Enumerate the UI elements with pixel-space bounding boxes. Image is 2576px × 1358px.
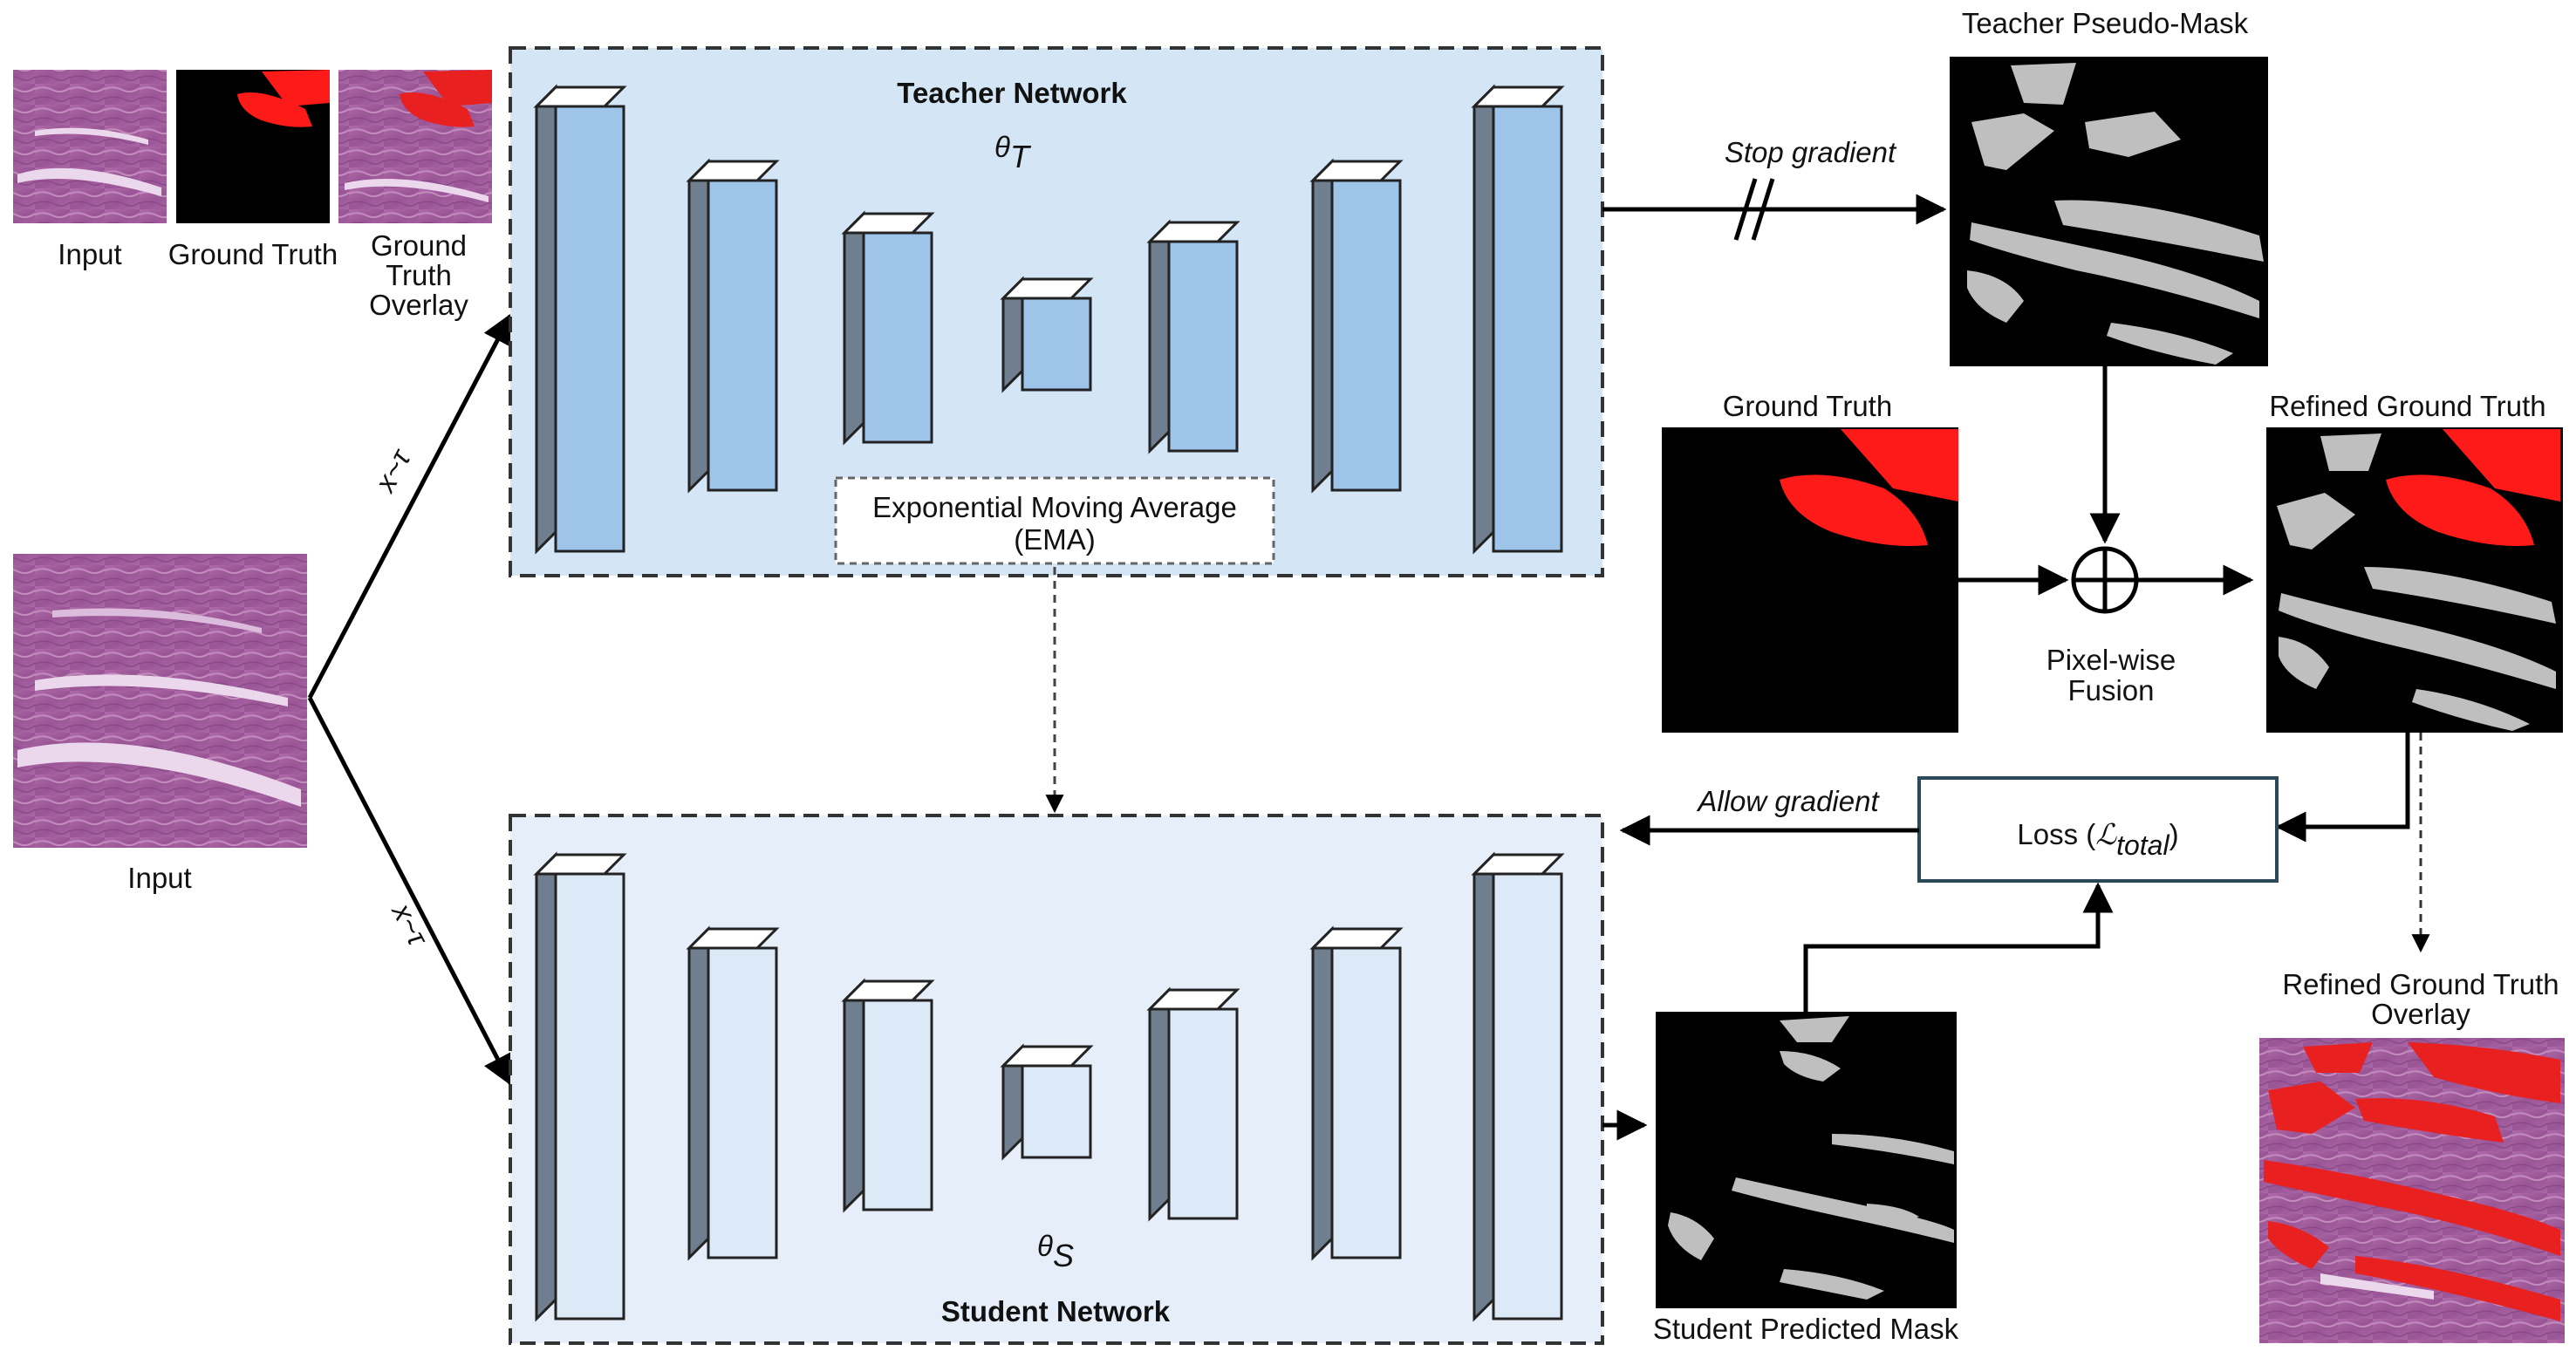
teacher-pseudo-mask-label: Teacher Pseudo-Mask [1962, 7, 2249, 39]
pixelwise-sum-icon [2071, 546, 2139, 614]
student-block-2 [686, 925, 780, 1261]
thumb-input-label: Input [58, 238, 121, 270]
thumb-gt-overlay-label-1: Ground [371, 229, 467, 262]
thumb-input-image [13, 70, 167, 223]
thumb-ground-truth-label: Ground Truth [168, 238, 338, 270]
student-predicted-mask-image [1656, 1012, 1957, 1308]
student-block-4 [1000, 1043, 1094, 1161]
teacher-block-4 [1000, 276, 1094, 393]
ema-box [834, 476, 1275, 565]
ground-truth-label: Ground Truth [1723, 390, 1892, 422]
student-network-title: Student Network [941, 1295, 1171, 1327]
teacher-block-3 [841, 210, 935, 446]
thumb-ground-truth-image [176, 70, 330, 223]
teacher-unet-blocks [533, 84, 1565, 555]
refined-overlay-label-1: Refined Ground Truth [2282, 968, 2559, 1000]
student-block-1 [533, 851, 627, 1322]
thumb-gt-overlay-label-2: Truth [386, 259, 452, 291]
student-predicted-mask-label: Student Predicted Mask [1653, 1313, 1959, 1345]
input-to-teacher-arrow [307, 312, 513, 699]
student-block-5 [1146, 986, 1240, 1222]
main-input-image [13, 554, 307, 848]
teacher-block-2 [686, 158, 780, 494]
refined-ground-truth-image [2266, 427, 2563, 733]
teacher-theta: θT [994, 131, 1032, 174]
teacher-block-5 [1146, 219, 1240, 454]
main-input-label: Input [127, 862, 191, 894]
ema-label-1: Exponential Moving Average [872, 491, 1237, 523]
student-block-6 [1309, 925, 1404, 1261]
refined-to-loss-arrow [2275, 733, 2410, 843]
teacher-block-1 [533, 84, 627, 555]
refined-ground-truth-label: Refined Ground Truth [2269, 390, 2545, 422]
fusion-label-2: Fusion [2067, 674, 2154, 706]
teacher-block-6 [1309, 158, 1404, 494]
aug-label-bottom: x~τ [386, 897, 435, 952]
teacher-block-7 [1471, 84, 1565, 555]
allow-gradient-label: Allow gradient [1696, 785, 1880, 817]
thumb-gt-overlay-image [338, 70, 492, 223]
teacher-network-title: Teacher Network [897, 77, 1127, 109]
refined-overlay-image [2259, 1038, 2565, 1343]
ema-label-2: (EMA) [1014, 523, 1096, 556]
mask-to-loss-arrow [1803, 882, 2114, 1012]
input-to-student-arrow [307, 696, 513, 1087]
student-unet-blocks [533, 851, 1565, 1322]
loss-box [1917, 776, 2279, 883]
student-block-7 [1471, 851, 1565, 1322]
stop-gradient-label: Stop gradient [1725, 136, 1897, 168]
student-theta: θS [1037, 1230, 1074, 1273]
stop-gradient-slash [1733, 178, 1775, 241]
teacher-pseudo-mask-image [1950, 57, 2268, 366]
loss-label: Loss (ℒtotal) [2017, 818, 2178, 861]
fusion-label-1: Pixel-wise [2046, 644, 2176, 676]
aug-label-top: x~τ [367, 442, 417, 498]
refined-overlay-label-2: Overlay [2371, 998, 2470, 1030]
ground-truth-image [1662, 427, 1958, 733]
thumb-gt-overlay-label-3: Overlay [369, 289, 468, 321]
student-block-3 [841, 978, 935, 1213]
